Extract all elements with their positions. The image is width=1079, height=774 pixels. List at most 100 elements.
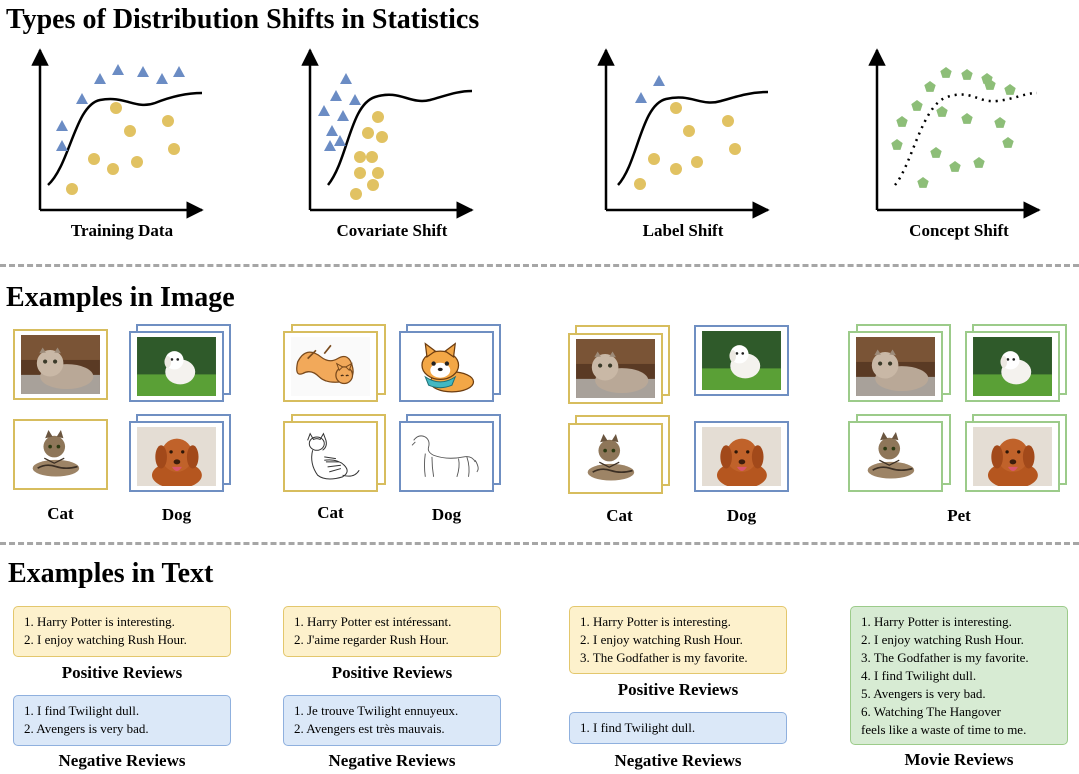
pentagon-marker bbox=[917, 177, 929, 188]
cat-photo-frame bbox=[568, 333, 663, 404]
review-line: 2. Avengers is very bad. bbox=[24, 721, 149, 736]
image-label-cat: Cat bbox=[606, 506, 633, 525]
decision-boundary-dotted bbox=[894, 91, 1038, 186]
plot-label-shift bbox=[597, 48, 770, 219]
positive-reviews-caption: Positive Reviews bbox=[617, 680, 739, 699]
triangle-marker bbox=[340, 73, 352, 84]
review-line: 2. I enjoy watching Rush Hour. bbox=[861, 632, 1024, 647]
positive-reviews-box: 1. Harry Potter is interesting. 2. I enj… bbox=[13, 606, 231, 657]
cat-cartoon-frame bbox=[283, 331, 378, 402]
dog-photo-frame bbox=[694, 421, 789, 492]
circle-marker bbox=[362, 127, 374, 139]
pet-photo-frame bbox=[965, 421, 1060, 492]
review-line: 2. I enjoy watching Rush Hour. bbox=[24, 632, 187, 647]
circle-marker bbox=[354, 167, 366, 179]
triangle-marker bbox=[173, 66, 185, 77]
circle-marker bbox=[683, 125, 695, 137]
circle-marker bbox=[729, 143, 741, 155]
pentagon-marker bbox=[949, 161, 961, 172]
pentagon-marker bbox=[984, 79, 996, 90]
negative-reviews-box: 1. Je trouve Twilight ennuyeux. 2. Aveng… bbox=[283, 695, 501, 746]
triangle-marker bbox=[56, 140, 68, 151]
pet-photo-frame bbox=[848, 331, 943, 402]
triangle-marker bbox=[326, 125, 338, 136]
pentagon-marker bbox=[896, 116, 908, 127]
pet-photo-frame bbox=[965, 331, 1060, 402]
review-line: 3. The Godfather is my favorite. bbox=[580, 650, 748, 665]
circle-marker bbox=[722, 115, 734, 127]
review-line: 1. Harry Potter is interesting. bbox=[24, 614, 175, 629]
dog-sketch-frame bbox=[399, 421, 494, 492]
circle-marker bbox=[366, 151, 378, 163]
circle-marker bbox=[670, 163, 682, 175]
pentagon-marker bbox=[891, 139, 903, 150]
dog-photo-frame bbox=[129, 331, 224, 402]
section-divider bbox=[0, 264, 1079, 267]
image-label-pet: Pet bbox=[947, 506, 971, 525]
image-label-dog: Dog bbox=[431, 505, 462, 524]
circle-marker bbox=[648, 153, 660, 165]
image-label-cat: Cat bbox=[47, 504, 74, 523]
cat-photo-frame bbox=[568, 423, 663, 494]
triangle-marker bbox=[94, 73, 106, 84]
circle-marker bbox=[168, 143, 180, 155]
pentagon-marker bbox=[911, 100, 923, 111]
triangle-marker bbox=[112, 64, 124, 75]
pentagon-marker bbox=[924, 81, 936, 92]
triangle-marker bbox=[330, 90, 342, 101]
circle-marker bbox=[131, 156, 143, 168]
image-label-dog: Dog bbox=[161, 505, 192, 524]
pentagon-marker bbox=[936, 106, 948, 117]
dog-cartoon-frame bbox=[399, 331, 494, 402]
circle-marker bbox=[88, 153, 100, 165]
circle-marker bbox=[670, 102, 682, 114]
positive-reviews-caption: Positive Reviews bbox=[331, 663, 453, 682]
plot-caption-training: Training Data bbox=[70, 221, 174, 240]
movie-reviews-caption: Movie Reviews bbox=[904, 750, 1014, 769]
triangle-marker bbox=[653, 75, 665, 86]
triangle-marker bbox=[324, 140, 336, 151]
negative-reviews-box: 1. I find Twilight dull. 2. Avengers is … bbox=[13, 695, 231, 746]
review-line: 1. Harry Potter est intéressant. bbox=[294, 614, 452, 629]
image-label-dog: Dog bbox=[726, 506, 757, 525]
cat-photo-frame bbox=[13, 329, 108, 400]
positive-reviews-caption: Positive Reviews bbox=[61, 663, 183, 682]
statistics-title: Types of Distribution Shifts in Statisti… bbox=[6, 4, 480, 35]
pentagon-marker bbox=[930, 147, 942, 158]
review-line: 1. Je trouve Twilight ennuyeux. bbox=[294, 703, 459, 718]
review-line: 5. Avengers is very bad. bbox=[861, 686, 986, 701]
plot-training-data bbox=[31, 48, 204, 219]
positive-reviews-box: 1. Harry Potter est intéressant. 2. J'ai… bbox=[283, 606, 501, 657]
review-line: 6. Watching The Hangover bbox=[861, 704, 1001, 719]
negative-reviews-caption: Negative Reviews bbox=[58, 751, 186, 770]
image-label-cat: Cat bbox=[317, 503, 344, 522]
plot-caption-concept: Concept Shift bbox=[909, 221, 1009, 240]
triangle-marker bbox=[334, 135, 346, 146]
decision-boundary bbox=[617, 90, 769, 186]
review-line: feels like a waste of time to me. bbox=[861, 722, 1027, 737]
circle-marker bbox=[66, 183, 78, 195]
negative-reviews-caption: Negative Reviews bbox=[328, 751, 456, 770]
negative-reviews-caption: Negative Reviews bbox=[614, 751, 742, 770]
circle-marker bbox=[124, 125, 136, 137]
circle-marker bbox=[162, 115, 174, 127]
circle-marker bbox=[354, 151, 366, 163]
review-line: 4. I find Twilight dull. bbox=[861, 668, 977, 683]
plot-caption-covariate: Covariate Shift bbox=[336, 221, 448, 240]
circle-marker bbox=[350, 188, 362, 200]
triangle-marker bbox=[635, 92, 647, 103]
plot-caption-label: Label Shift bbox=[642, 221, 724, 240]
review-line: 2. I enjoy watching Rush Hour. bbox=[580, 632, 743, 647]
circle-marker bbox=[376, 131, 388, 143]
circle-marker bbox=[372, 167, 384, 179]
plot-concept-shift bbox=[868, 48, 1041, 219]
review-line: 2. J'aime regarder Rush Hour. bbox=[294, 632, 449, 647]
review-line: 1. I find Twilight dull. bbox=[24, 703, 140, 718]
decision-boundary bbox=[47, 91, 203, 186]
dog-photo-frame bbox=[694, 325, 789, 396]
pentagon-marker bbox=[973, 157, 985, 168]
triangle-marker bbox=[137, 66, 149, 77]
review-line: 3. The Godfather is my favorite. bbox=[861, 650, 1029, 665]
triangle-marker bbox=[76, 93, 88, 104]
cat-photo-frame bbox=[13, 419, 108, 490]
